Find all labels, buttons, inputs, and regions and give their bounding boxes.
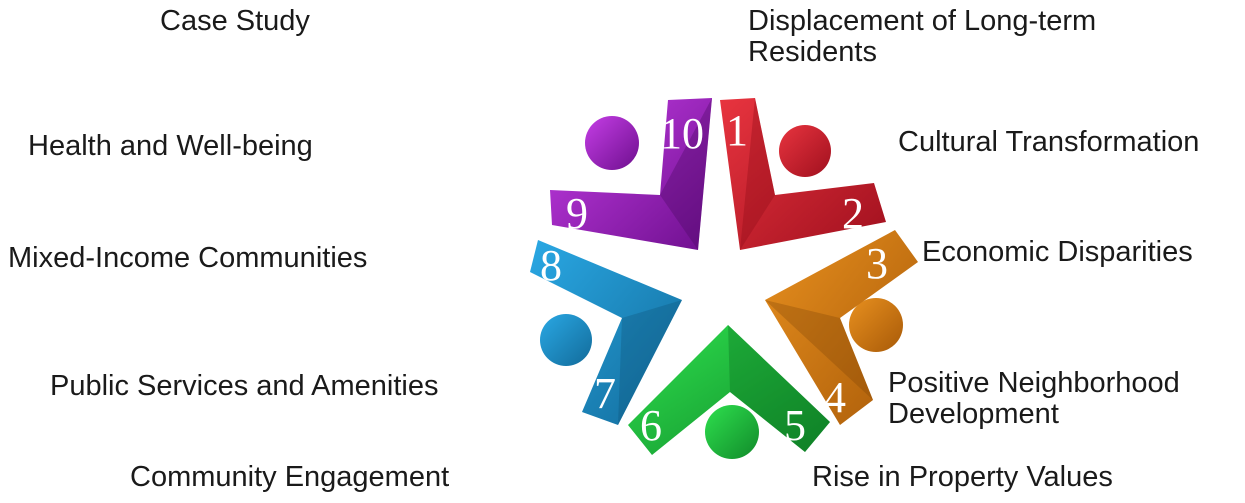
blue-head [540, 314, 592, 366]
label-positive-line2: Development [888, 398, 1059, 430]
label-positive-line1: Positive Neighborhood [888, 367, 1180, 399]
label-public-services: Public Services and Amenities [50, 370, 439, 402]
number-10: 10 [660, 109, 704, 158]
number-5: 5 [784, 401, 806, 450]
red-head [779, 125, 831, 177]
blue-figure [530, 240, 682, 425]
red-figure [720, 98, 886, 250]
label-positive: Positive Neighborhood Development [888, 368, 1180, 430]
number-1: 1 [726, 106, 748, 155]
label-economic: Economic Disparities [922, 236, 1193, 268]
label-health: Health and Well-being [28, 130, 313, 162]
label-property: Rise in Property Values [812, 461, 1113, 493]
number-4: 4 [824, 373, 846, 422]
orange-figure [765, 230, 918, 425]
green-head [705, 405, 759, 459]
label-mixed-income: Mixed-Income Communities [8, 242, 368, 274]
number-9: 9 [566, 189, 588, 238]
label-community: Community Engagement [130, 461, 450, 493]
orange-head [849, 298, 903, 352]
label-cultural: Cultural Transformation [898, 126, 1200, 158]
number-2: 2 [842, 189, 864, 238]
green-figure [628, 325, 830, 455]
label-displacement-line2: Residents [748, 36, 877, 68]
purple-figure [550, 98, 712, 250]
number-8: 8 [540, 241, 562, 290]
number-7: 7 [594, 369, 616, 418]
label-displacement-line1: Displacement of Long-term [748, 5, 1097, 37]
label-displacement: Displacement of Long-term Residents [748, 6, 1096, 68]
label-case-study: Case Study [160, 5, 310, 37]
purple-head [585, 116, 639, 170]
number-6: 6 [640, 401, 662, 450]
number-3: 3 [866, 239, 888, 288]
